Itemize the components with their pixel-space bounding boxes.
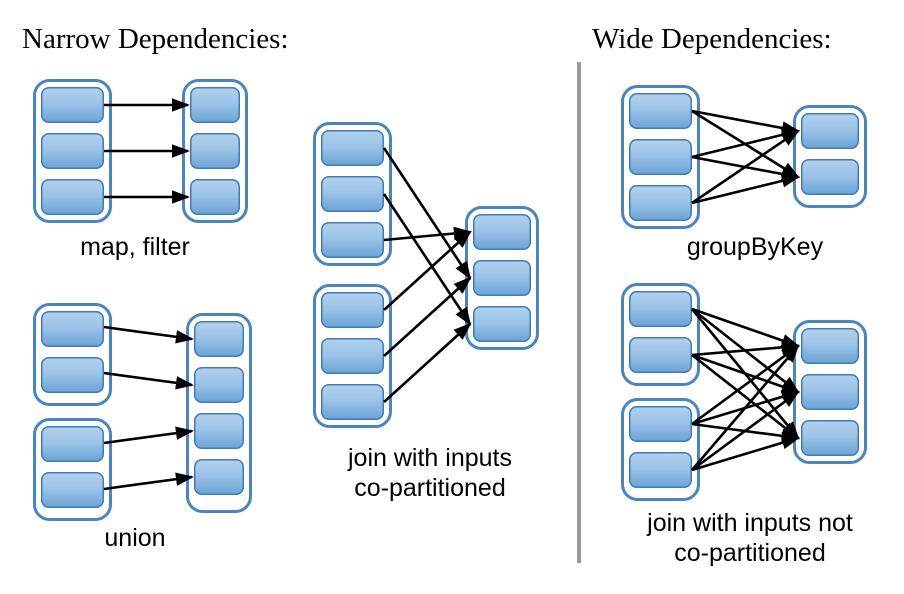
group-by-key-group: [621, 85, 867, 229]
label-join-not-co-partitioned: join with inputs not co-partitioned: [647, 509, 853, 567]
partition-box[interactable]: [194, 367, 244, 403]
dependency-arrow: [103, 426, 195, 445]
partition-box[interactable]: [190, 87, 240, 123]
partition-box[interactable]: [41, 426, 104, 462]
dependency-arrow: [103, 325, 195, 344]
dependency-arrow: [103, 371, 195, 390]
dependency-arrow: [382, 147, 472, 280]
dependency-arrow: [103, 472, 195, 491]
dependency-arrow: [691, 390, 800, 472]
partition-box[interactable]: [629, 185, 692, 221]
dependency-arrow: [691, 436, 800, 472]
partition-box[interactable]: [194, 459, 244, 495]
partition-box[interactable]: [801, 374, 859, 410]
partition-box[interactable]: [473, 260, 531, 296]
partition-box[interactable]: [473, 306, 531, 342]
dependency-arrow: [383, 322, 472, 403]
section-divider: [577, 62, 581, 563]
partition-box[interactable]: [321, 176, 384, 212]
partition-box[interactable]: [629, 337, 692, 373]
partition-box[interactable]: [41, 87, 104, 123]
partition-box[interactable]: [321, 292, 384, 328]
partition-box[interactable]: [41, 179, 104, 215]
dependency-arrow: [383, 226, 473, 242]
shapes-layer: [33, 79, 867, 521]
label-union: union: [104, 524, 166, 552]
partition-box[interactable]: [801, 113, 859, 149]
wide-dependencies-header: Wide Dependencies:: [592, 23, 832, 55]
dependency-arrow: [691, 344, 800, 426]
narrow-dependencies-header: Narrow Dependencies:: [22, 23, 289, 55]
partition-box[interactable]: [321, 222, 384, 258]
dependency-arrow: [691, 340, 801, 357]
partition-box[interactable]: [629, 291, 692, 327]
dependency-arrow: [691, 353, 800, 440]
dependency-arrow: [691, 109, 801, 135]
partition-box[interactable]: [41, 357, 104, 393]
partition-box[interactable]: [194, 321, 244, 357]
partition-box[interactable]: [801, 159, 859, 195]
partition-box[interactable]: [190, 133, 240, 169]
map-filter-group-arrows: [104, 98, 191, 204]
join-not-co-partitioned-group-arrows: [690, 307, 801, 472]
join-co-partitioned-group-arrows: [382, 147, 473, 403]
dependency-arrow: [691, 174, 801, 205]
dependency-arrow: [383, 276, 472, 357]
partition-box[interactable]: [629, 139, 692, 175]
dependency-arrow: [691, 353, 800, 394]
partition-box[interactable]: [194, 413, 244, 449]
dependency-arrow: [691, 344, 800, 471]
join-co-partitioned-group: [313, 122, 539, 428]
dependency-arrow: [383, 230, 472, 311]
partition-box[interactable]: [41, 472, 104, 508]
partition-box[interactable]: [801, 420, 859, 456]
join-not-co-partitioned-group: [621, 283, 867, 501]
label-join-co-partitioned: join with inputs co-partitioned: [348, 444, 512, 502]
partition-box[interactable]: [321, 338, 384, 374]
partition-box[interactable]: [41, 133, 104, 169]
label-group-by-key: groupByKey: [686, 233, 824, 261]
dependency-arrow: [382, 193, 472, 326]
partition-box[interactable]: [473, 214, 531, 250]
partition-box[interactable]: [41, 311, 104, 347]
partition-box[interactable]: [629, 452, 692, 488]
partition-box[interactable]: [321, 384, 384, 420]
dependency-arrow: [691, 128, 801, 159]
dependency-arrow: [691, 307, 800, 348]
label-map-filter: map, filter: [80, 233, 190, 261]
partition-box[interactable]: [629, 406, 692, 442]
partition-box[interactable]: [190, 179, 240, 215]
union-group-arrows: [103, 325, 195, 491]
partition-box[interactable]: [801, 328, 859, 364]
union-group: [33, 303, 252, 521]
partition-box[interactable]: [629, 93, 692, 129]
partition-box[interactable]: [321, 130, 384, 166]
dependency-arrow: [691, 129, 800, 205]
group-by-key-group-arrows: [691, 109, 801, 205]
